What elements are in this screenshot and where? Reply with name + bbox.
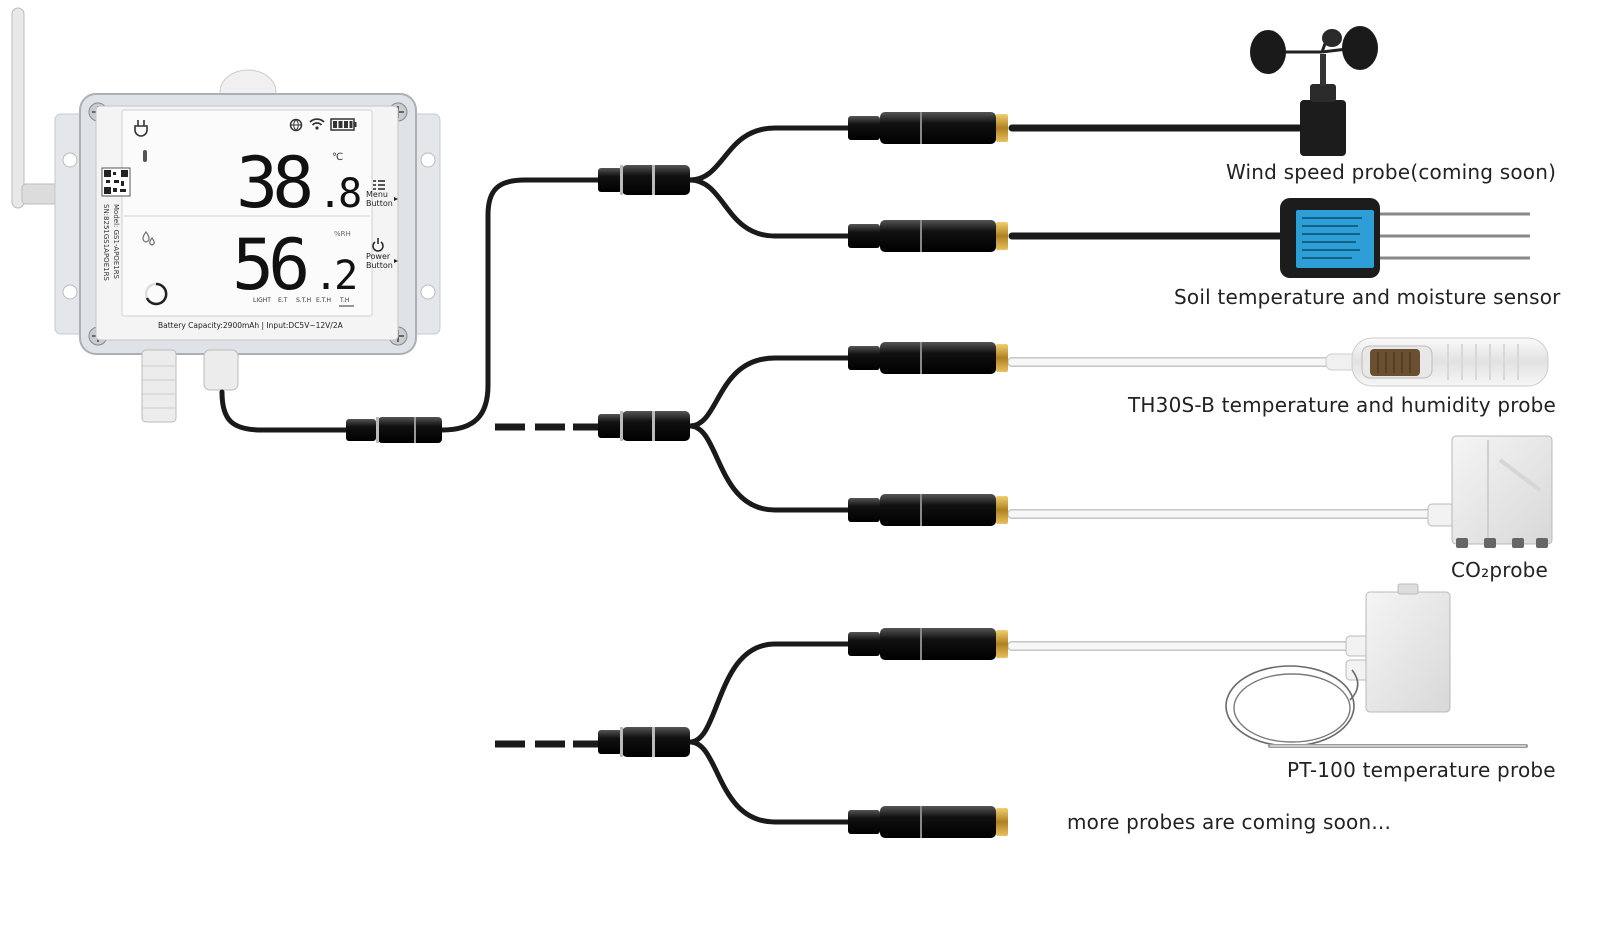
probe-connector [848,628,1008,660]
gateway-device: Model: GS1-APOE1RS SN:8251GS1APOE1RS 38 … [11,7,441,423]
split-b-lower [687,423,853,513]
probe-connector [848,112,1008,144]
probe-connector [848,220,1008,252]
side-sn-text: SN:8251GS1APOE1RS [102,204,110,281]
battery-capacity-text: Battery Capacity:2900mAh | Input:DC5V~12… [158,321,344,330]
splitter-hub-2 [598,411,690,441]
power-icon [372,238,384,252]
mode-sth: S.T.H [296,297,311,304]
mode-light: LIGHT [253,297,271,304]
probe-connector [848,806,1008,838]
menu-label-2: Button [366,199,393,208]
split-a-lower [687,177,853,239]
soil-sensor-label: Soil temperature and moisture sensor [1174,285,1561,309]
th-probe-image [1325,337,1549,387]
white-cables [1007,357,1445,651]
reading-1-value: 38 [236,142,310,224]
split-a-upper [687,125,853,183]
co2-probe-label: CO₂probe [1451,558,1549,582]
splitter-hub-3 [598,727,690,757]
device-cable [219,389,353,433]
menu-icon [373,180,385,190]
power-label-2: Button [366,261,393,270]
qr-code [101,167,131,197]
reading-1-decimal: .8 [318,171,360,217]
reading-2-unit: %RH [334,230,351,238]
power-button[interactable]: Power Button [366,238,398,270]
connectors [346,112,1008,838]
more-probes-label: more probes are coming soon... [1067,810,1391,834]
trunk-cable [439,177,625,433]
plug-icon [134,120,148,137]
split-c-upper [687,641,853,745]
mode-et: E.T [278,297,288,304]
wind-speed-probe-image [1250,26,1378,156]
mode-labels: LIGHT E.T S.T.H E.T.H T.H [253,297,354,307]
soil-sensor-image [1280,198,1530,278]
pt100-probe-label: PT-100 temperature probe [1287,758,1556,782]
black-cables [219,124,1304,825]
reading-2-decimal: .2 [314,253,355,299]
probe-connector [848,494,1008,526]
split-c-lower [687,739,853,825]
menu-button[interactable]: Menu Button [366,180,398,208]
lcd-screen [121,109,373,317]
splitter-hub-1 [598,165,690,195]
co2-probe-image [1427,435,1553,548]
mode-eth: E.T.H [316,297,331,304]
humidity-icon [142,230,150,243]
power-label-1: Power [366,252,391,261]
antenna [11,7,25,209]
side-model-text: Model: GS1-APOE1RS [112,204,120,280]
status-icons [134,118,357,246]
probe-connector [848,342,1008,374]
battery-icon [330,118,357,131]
pt100-probe-image [1225,583,1528,748]
wind-speed-probe-label: Wind speed probe(coming soon) [1226,160,1557,184]
main-connector [346,417,442,443]
reading-2-value: 56 [232,224,306,306]
mode-th: T.H [339,297,349,304]
continuation-dashes [495,423,598,748]
th-probe-label: TH30S-B temperature and humidity probe [1128,393,1557,417]
split-b-upper [687,355,853,429]
menu-label-1: Menu [366,190,388,199]
reading-1-unit: ℃ [332,152,343,163]
wifi-icon [309,118,325,126]
loading-ring-icon [144,282,168,306]
thermometer-icon [143,150,147,162]
